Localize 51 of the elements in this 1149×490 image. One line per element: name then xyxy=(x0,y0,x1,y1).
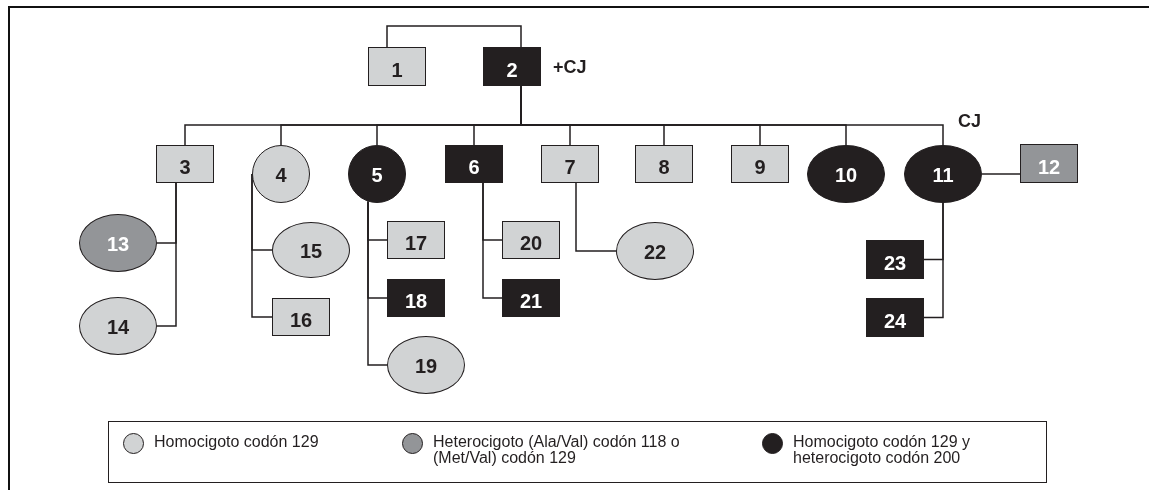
male-symbol xyxy=(635,145,693,183)
individual-number: 16 xyxy=(289,310,313,330)
legend-text: Homocigoto codón 129 y heterocigoto codón 200 xyxy=(793,434,971,466)
individual-number: 5 xyxy=(371,165,383,185)
male-symbol xyxy=(483,47,541,86)
male-symbol xyxy=(368,47,426,86)
individual-number: 22 xyxy=(643,242,667,262)
male-symbol xyxy=(1020,144,1078,183)
individual-number: 20 xyxy=(519,233,543,253)
individual-number: 21 xyxy=(519,291,543,311)
pedigree-line xyxy=(386,25,522,48)
individual-number: 17 xyxy=(404,233,428,253)
legend-text: Homocigoto codón 129 xyxy=(154,434,319,450)
individual-number: 6 xyxy=(468,157,480,177)
diagnosis-label: +CJ xyxy=(553,57,587,78)
individual-number: 11 xyxy=(932,165,954,185)
individual-number: 1 xyxy=(391,59,403,80)
male-symbol xyxy=(731,145,789,183)
individual-number: 23 xyxy=(883,252,907,273)
male-symbol xyxy=(445,145,503,183)
individual-number: 14 xyxy=(106,317,130,337)
individual-number: 15 xyxy=(299,241,323,261)
individual-number: 7 xyxy=(564,157,576,177)
legend-text: Heterocigoto (Ala/Val) codón 118 o (Met/Val) codón 129 xyxy=(433,434,681,466)
male-symbol xyxy=(387,221,445,259)
individual-number: 12 xyxy=(1037,156,1061,177)
male-symbol xyxy=(387,279,445,317)
pedigree-line xyxy=(575,182,617,252)
individual-number: 10 xyxy=(834,165,858,185)
individual-number: 3 xyxy=(179,157,191,177)
pedigree-line xyxy=(156,182,177,327)
individual-number: 24 xyxy=(883,310,907,331)
pedigree-line xyxy=(981,173,1021,175)
individual-number: 8 xyxy=(658,157,670,177)
diagnosis-label: CJ xyxy=(958,111,981,132)
pedigree-line xyxy=(923,202,944,319)
individual-number: 19 xyxy=(414,356,438,376)
individual-number: 2 xyxy=(506,59,518,80)
male-symbol xyxy=(502,279,560,317)
male-symbol xyxy=(541,145,599,183)
pedigree-line xyxy=(482,182,503,299)
pedigree-line xyxy=(367,200,388,366)
male-symbol xyxy=(866,298,924,337)
male-symbol xyxy=(156,145,214,183)
individual-number: 18 xyxy=(404,291,428,311)
male-symbol xyxy=(272,298,330,336)
individual-number: 9 xyxy=(754,157,766,177)
male-symbol xyxy=(502,221,560,259)
individual-number: 13 xyxy=(106,234,130,254)
male-symbol xyxy=(866,240,924,279)
individual-number: 4 xyxy=(275,165,287,185)
